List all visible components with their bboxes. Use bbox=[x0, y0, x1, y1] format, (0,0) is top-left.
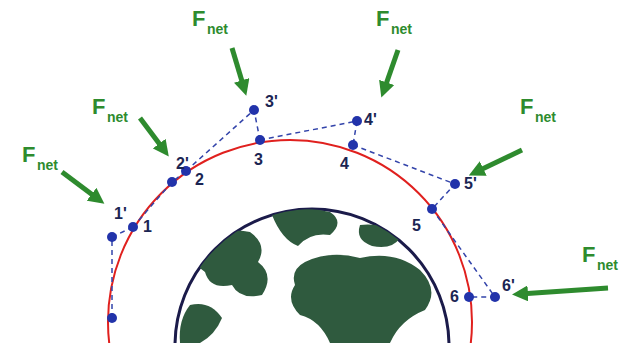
force-symbol: F bbox=[376, 8, 389, 30]
orbit-path bbox=[108, 140, 472, 343]
force-subscript: net bbox=[597, 258, 618, 272]
force-arrows bbox=[62, 48, 608, 294]
callout-number: 1' bbox=[114, 206, 127, 222]
callout-number: 6 bbox=[450, 289, 459, 305]
callout-number: 2 bbox=[195, 172, 204, 188]
earth bbox=[175, 209, 449, 343]
force-symbol: F bbox=[582, 244, 595, 266]
callout-number: 4 bbox=[340, 156, 349, 172]
callout-number: 3' bbox=[265, 94, 278, 110]
force-symbol: F bbox=[192, 8, 205, 30]
force-symbol: F bbox=[92, 96, 105, 118]
force-subscript: net bbox=[107, 110, 128, 124]
force-subscript: net bbox=[391, 22, 412, 36]
force-symbol: F bbox=[520, 96, 533, 118]
force-subscript: net bbox=[207, 22, 228, 36]
callout-number: 6' bbox=[502, 278, 515, 294]
force-subscript: net bbox=[37, 158, 58, 172]
tangent-lines bbox=[112, 110, 495, 318]
callout-number: 2' bbox=[176, 156, 189, 172]
callout-number: 3 bbox=[254, 152, 263, 168]
force-symbol: F bbox=[22, 144, 35, 166]
callout-number: 5' bbox=[464, 176, 477, 192]
force-subscript: net bbox=[535, 110, 556, 124]
callout-number: 4' bbox=[364, 112, 377, 128]
callout-number: 1 bbox=[143, 219, 152, 235]
position-dots bbox=[107, 105, 500, 323]
callout-number: 5 bbox=[412, 218, 421, 234]
